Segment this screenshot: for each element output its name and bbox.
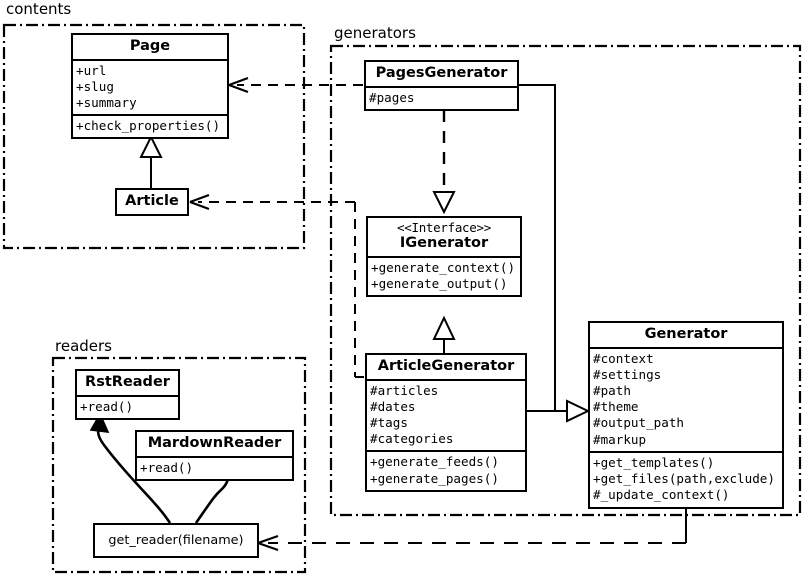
relation-article-to-page xyxy=(139,134,163,188)
package-border-contents xyxy=(2,23,306,250)
relation-articlegenerator-to-igenerator xyxy=(432,315,456,353)
class-rstreader-title: RstReader xyxy=(85,374,170,390)
relation-pagesgenerator-to-page xyxy=(228,76,363,94)
attribute: +slug xyxy=(76,78,114,94)
attribute: #articles xyxy=(370,382,439,398)
class-articlegenerator[interactable]: ArticleGenerator #articles #dates #tags … xyxy=(365,353,527,492)
class-page-attributes: +url +slug +summary xyxy=(73,58,227,115)
class-page[interactable]: Page +url +slug +summary +check_properti… xyxy=(71,33,229,140)
method: +generate_output() xyxy=(371,276,508,292)
class-igenerator-methods: +generate_context() +generate_output() xyxy=(368,256,520,295)
class-markdownreader-title: MardownReader xyxy=(147,435,282,451)
relation-articlegenerator-to-article xyxy=(189,193,364,378)
attribute: #tags xyxy=(370,415,408,431)
class-generator-attributes: #context #settings #path #theme #output_… xyxy=(590,346,782,451)
attribute: #context xyxy=(593,350,654,366)
class-articlegenerator-attributes: #articles #dates #tags #categories xyxy=(367,378,525,451)
attribute: #theme xyxy=(593,399,639,415)
relation-generators-to-generator xyxy=(519,84,591,423)
relation-generator-to-getreader xyxy=(257,505,687,552)
class-page-title: Page xyxy=(129,38,171,54)
class-generator-title: Generator xyxy=(644,326,728,342)
attribute: #path xyxy=(593,383,631,399)
class-markdownreader-methods: +read() xyxy=(137,455,292,479)
method: +get_templates() xyxy=(593,454,715,470)
method: +generate_pages() xyxy=(370,470,499,486)
package-label-readers: readers xyxy=(52,337,115,355)
attribute: #pages xyxy=(369,89,415,105)
class-article-title: Article xyxy=(125,193,179,209)
method: +get_files(path,exclude) xyxy=(593,471,775,487)
class-igenerator[interactable]: <<Interface>> IGenerator +generate_conte… xyxy=(366,216,522,298)
attribute: #dates xyxy=(370,398,416,414)
function-get-reader[interactable]: get_reader(filename) xyxy=(93,523,259,558)
relation-pagesgenerator-to-igenerator xyxy=(432,110,456,215)
method: +read() xyxy=(80,398,134,414)
class-igenerator-title: <<Interface>> IGenerator xyxy=(368,218,520,256)
class-markdownreader[interactable]: MardownReader +read() xyxy=(135,430,294,481)
class-pagesgenerator-attributes: #pages xyxy=(366,85,517,109)
method: +read() xyxy=(140,459,194,475)
class-article[interactable]: Article xyxy=(115,188,189,216)
class-pagesgenerator-title: PagesGenerator xyxy=(375,65,508,81)
package-label-contents: contents xyxy=(3,0,75,18)
attribute: #markup xyxy=(593,431,647,447)
attribute: #categories xyxy=(370,431,454,447)
package-label-generators: generators xyxy=(331,24,419,42)
method: +generate_feeds() xyxy=(370,454,499,470)
class-articlegenerator-methods: +generate_feeds() +generate_pages() xyxy=(367,450,525,489)
class-igenerator-name: IGenerator xyxy=(399,235,489,252)
class-generator[interactable]: Generator #context #settings #path #them… xyxy=(588,321,784,509)
attribute: +summary xyxy=(76,95,137,111)
class-rstreader[interactable]: RstReader +read() xyxy=(75,369,180,420)
class-page-methods: +check_properties() xyxy=(73,114,227,137)
package-border-readers xyxy=(51,356,307,574)
method: #_update_context() xyxy=(593,487,730,503)
attribute: +url xyxy=(76,62,107,78)
class-generator-methods: +get_templates() +get_files(path,exclude… xyxy=(590,450,782,507)
attribute: #settings xyxy=(593,366,662,382)
class-rstreader-methods: +read() xyxy=(77,394,178,418)
class-igenerator-stereotype: <<Interface>> xyxy=(397,220,491,235)
method: +generate_context() xyxy=(371,260,516,276)
method: +check_properties() xyxy=(76,118,221,134)
class-articlegenerator-title: ArticleGenerator xyxy=(377,358,515,374)
attribute: #output_path xyxy=(593,415,684,431)
class-pagesgenerator[interactable]: PagesGenerator #pages xyxy=(364,60,519,111)
package-border-generators xyxy=(329,44,802,517)
relation-getreader-to-rstreader xyxy=(89,412,172,524)
function-get-reader-label: get_reader(filename) xyxy=(108,533,244,548)
